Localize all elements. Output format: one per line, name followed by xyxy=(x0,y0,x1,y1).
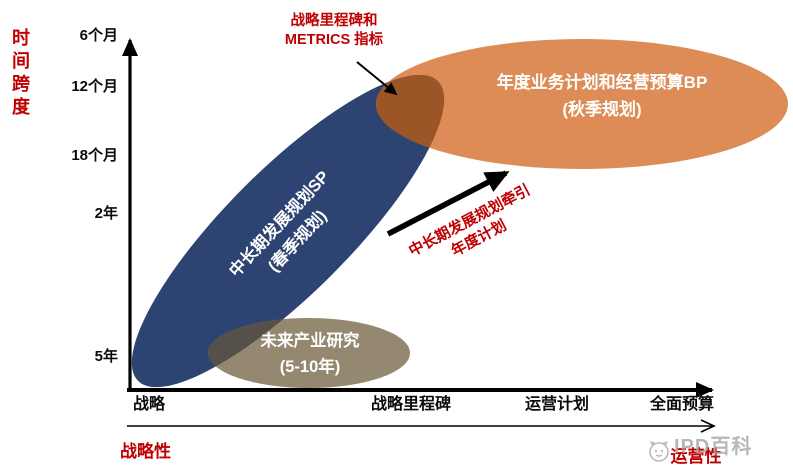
bp-ellipse-label: 年度业务计划和经营预算BP (秋季规划) xyxy=(496,73,708,119)
sp-ellipse xyxy=(131,74,445,388)
research-ellipse-label: 未来产业研究 (5-10年) xyxy=(260,332,360,376)
operational-label: 运营性 xyxy=(670,447,722,466)
watermark-text: IPD百科 xyxy=(674,436,753,458)
x-tick-strategy-milestone: 战略里程碑 xyxy=(370,396,451,413)
x-tick-operating-plan: 运营计划 xyxy=(524,396,589,413)
milestone-annotation: 战略里程碑和 METRICS 指标 xyxy=(284,13,384,48)
watermark-mascot-icon xyxy=(646,420,672,469)
y-tick-6months: 6个月 xyxy=(79,27,118,44)
y-tick-5years: 5年 xyxy=(94,348,118,365)
milestone-arrow xyxy=(356,61,398,96)
y-tick-2years: 2年 xyxy=(94,205,118,222)
y-tick-12months: 12个月 xyxy=(71,78,118,95)
x-tick-strategy: 战略 xyxy=(132,396,165,413)
watermark: IPD百科 xyxy=(646,420,752,469)
strategic-label: 战略性 xyxy=(120,442,171,461)
bp-ellipse xyxy=(376,39,788,169)
y-tick-18months: 18个月 xyxy=(71,147,118,164)
x-tick-full-budget: 全面预算 xyxy=(649,396,714,413)
y-axis-title: 时 间 跨 度 xyxy=(12,28,30,117)
pull-arrow xyxy=(386,170,510,237)
